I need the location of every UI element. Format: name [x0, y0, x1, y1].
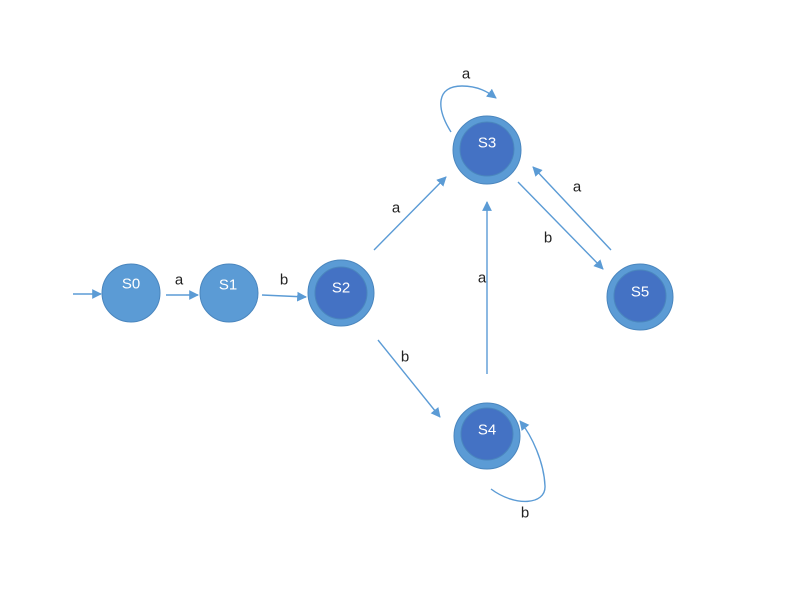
state-label: S0: [122, 276, 140, 293]
transition-label: a: [573, 179, 582, 196]
state-s1[interactable]: S1: [199, 263, 259, 323]
transition-s4-s4: [490, 420, 546, 503]
transition-label: a: [462, 66, 471, 83]
transition-label: a: [478, 270, 487, 287]
transition-s2-s3: [373, 176, 447, 251]
transition-s3-s5: [517, 181, 604, 270]
state-s3[interactable]: S3: [452, 115, 522, 185]
transition-labels: a b a b a b a a b: [175, 66, 582, 522]
transition-label: b: [544, 230, 552, 247]
state-s4[interactable]: S4: [453, 402, 521, 470]
state-s0[interactable]: S0: [101, 263, 161, 323]
state-label: S2: [332, 280, 350, 297]
transition-s2-s4: [377, 339, 441, 418]
transition-s5-s3: [532, 166, 612, 251]
state-label: S4: [478, 422, 496, 439]
state-label: S1: [219, 277, 237, 294]
state-s2[interactable]: S2: [307, 259, 375, 327]
states: S0 S1 S2 S3 S4 S5: [101, 115, 674, 470]
state-label: S3: [478, 135, 496, 152]
transition-label: a: [392, 200, 401, 217]
transitions: [73, 85, 612, 503]
transition-s1-s2: [261, 291, 307, 302]
transition-label: b: [280, 272, 288, 289]
transition-label: a: [175, 272, 184, 289]
state-s5[interactable]: S5: [606, 263, 674, 331]
state-label: S5: [631, 284, 649, 301]
transition-label: b: [401, 349, 409, 366]
transition-s3-s3: [440, 85, 497, 133]
transition-label: b: [521, 505, 529, 522]
